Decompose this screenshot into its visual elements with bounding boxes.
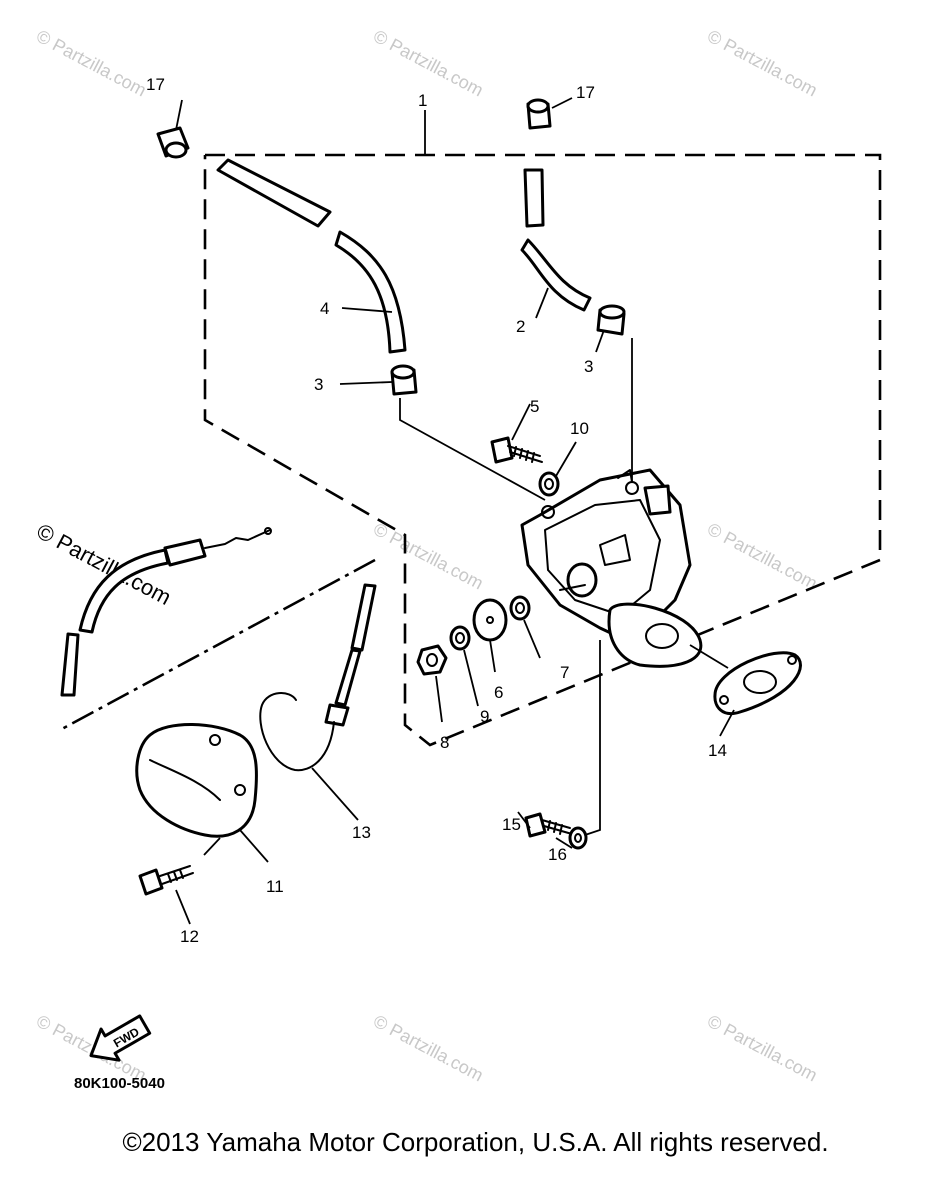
cap-part-17-left: [156, 126, 190, 159]
callout-4: 4: [320, 299, 329, 318]
callout-17: 17: [576, 83, 595, 102]
gasket-part-14: [713, 651, 802, 715]
diagram-code: 80K100-5040: [74, 1075, 165, 1092]
callout-2: 2: [516, 317, 525, 336]
exploded-view: © Partzilla.com © Partzilla.com © Partzi…: [33, 26, 882, 1092]
callout-7: 7: [560, 663, 569, 682]
watermark: © Partzilla.com: [370, 1011, 486, 1086]
callout-11: 11: [266, 877, 284, 896]
leader-clamp-left: [399, 398, 546, 501]
watermark: © Partzilla.com: [704, 519, 820, 594]
callout-1: 1: [418, 91, 427, 110]
washer-part-16: [568, 826, 588, 850]
callout-9: 9: [480, 707, 489, 726]
callout-6: 6: [494, 683, 503, 702]
cable-part-13: [259, 583, 377, 772]
callout-14: 14: [708, 741, 727, 760]
callout-8: 8: [440, 733, 449, 752]
cap-part-17-right: [526, 98, 552, 130]
fwd-arrow-icon: FWD: [89, 1014, 152, 1062]
oil-pump-body: [520, 468, 703, 668]
watermark: © Partzilla.com: [33, 26, 149, 101]
watermark: © Partzilla.com: [370, 26, 486, 101]
washer-part-9: [449, 625, 471, 651]
callout-3: 3: [314, 375, 323, 394]
bolt-part-5: [490, 436, 543, 464]
watermark: © Partzilla.com: [704, 26, 820, 101]
callout-15: 15: [502, 815, 521, 834]
hose-part-4: [216, 158, 407, 354]
callout-17: 17: [146, 75, 165, 94]
cover-part-11: [135, 723, 258, 838]
callout-10: 10: [570, 419, 589, 438]
callout-3: 3: [584, 357, 593, 376]
callout-16: 16: [548, 845, 567, 864]
bolt-part-12: [138, 865, 194, 896]
washer-part-10: [538, 471, 560, 497]
cable-assembly: [60, 527, 272, 697]
nut-part-8: [416, 644, 448, 676]
callout-13: 13: [352, 823, 371, 842]
copyright-notice: ©2013 Yamaha Motor Corporation, U.S.A. A…: [122, 1127, 829, 1157]
callout-5: 5: [530, 397, 539, 416]
washer-part-7: [509, 595, 531, 621]
assembly-boundary: [203, 153, 882, 747]
bolt-part-15: [524, 812, 573, 838]
watermark: © Partzilla.com: [370, 519, 486, 594]
clamp-part-3-right: [596, 304, 626, 336]
plate-part-6: [472, 598, 508, 642]
leader-bolt-15: [584, 640, 601, 836]
hose-part-2: [520, 168, 592, 312]
watermark: © Partzilla.com: [704, 1011, 820, 1086]
cable-boundary: [59, 558, 376, 732]
callout-12: 12: [180, 927, 199, 946]
clamp-part-3-left: [390, 364, 418, 396]
